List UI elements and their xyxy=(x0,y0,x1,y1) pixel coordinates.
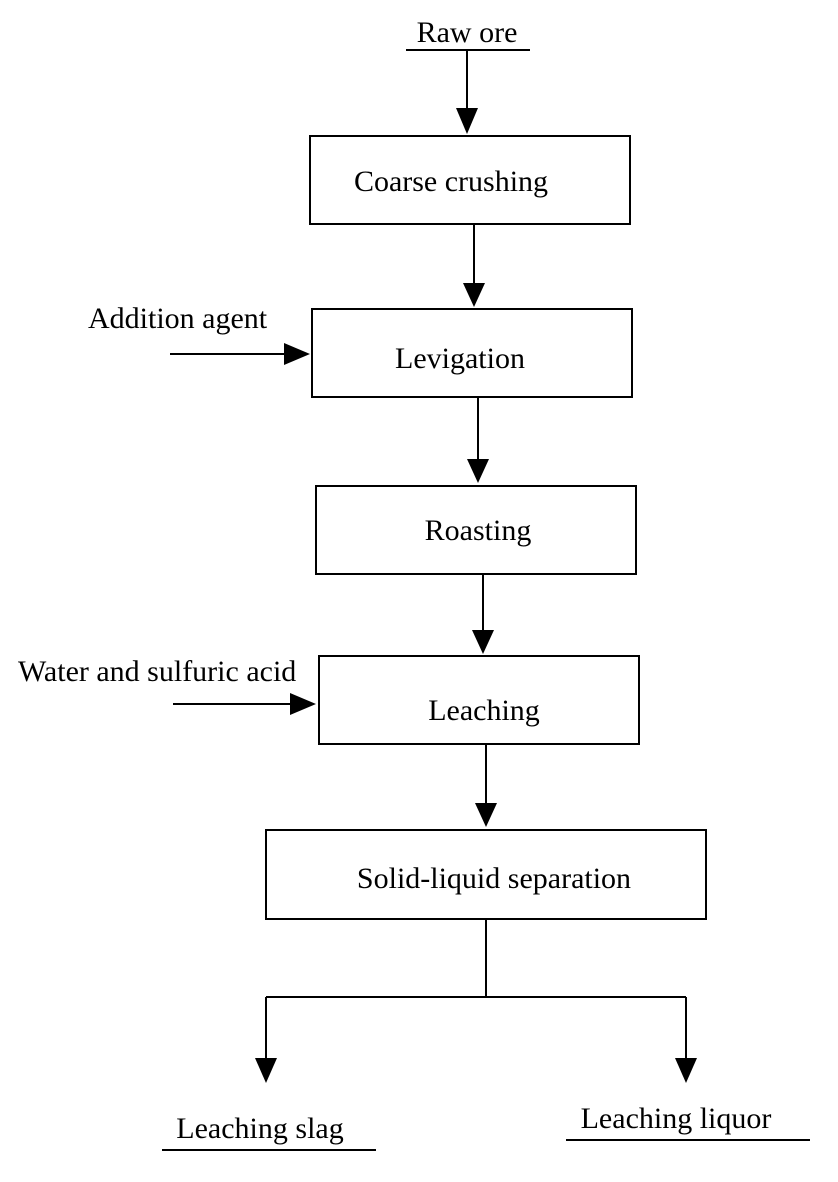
step-separation-label: Solid-liquid separation xyxy=(357,862,631,895)
step-levigation-box xyxy=(311,308,633,398)
step-roasting-box xyxy=(315,485,637,575)
step-separation-box xyxy=(265,829,707,920)
arrowhead-addition-agent xyxy=(284,343,310,365)
arrowhead-crushing-to-levigation xyxy=(463,283,485,307)
output-leaching-liquor-label: Leaching liquor xyxy=(581,1102,772,1135)
arrowhead-roasting-to-leaching xyxy=(472,630,494,654)
arrowhead-raw-to-crushing xyxy=(456,108,478,134)
step-coarse-crushing-label: Coarse crushing xyxy=(354,165,548,198)
arrowhead-water-sulfuric-acid xyxy=(290,693,316,715)
arrowhead-levigation-to-roasting xyxy=(467,459,489,483)
water-sulfuric-acid-label: Water and sulfuric acid xyxy=(18,655,296,688)
step-coarse-crushing-box xyxy=(309,135,631,225)
arrowhead-leaching-to-separation xyxy=(475,803,497,827)
step-roasting-label: Roasting xyxy=(425,514,532,547)
addition-agent-label: Addition agent xyxy=(88,302,268,335)
arrowhead-to-slag xyxy=(255,1058,277,1083)
step-leaching-box xyxy=(318,655,640,745)
step-leaching-label: Leaching xyxy=(428,694,540,727)
step-levigation-label: Levigation xyxy=(395,342,525,375)
arrowhead-to-liquor xyxy=(675,1058,697,1083)
output-leaching-slag-label: Leaching slag xyxy=(176,1112,343,1145)
raw-ore-label: Raw ore xyxy=(417,16,518,49)
